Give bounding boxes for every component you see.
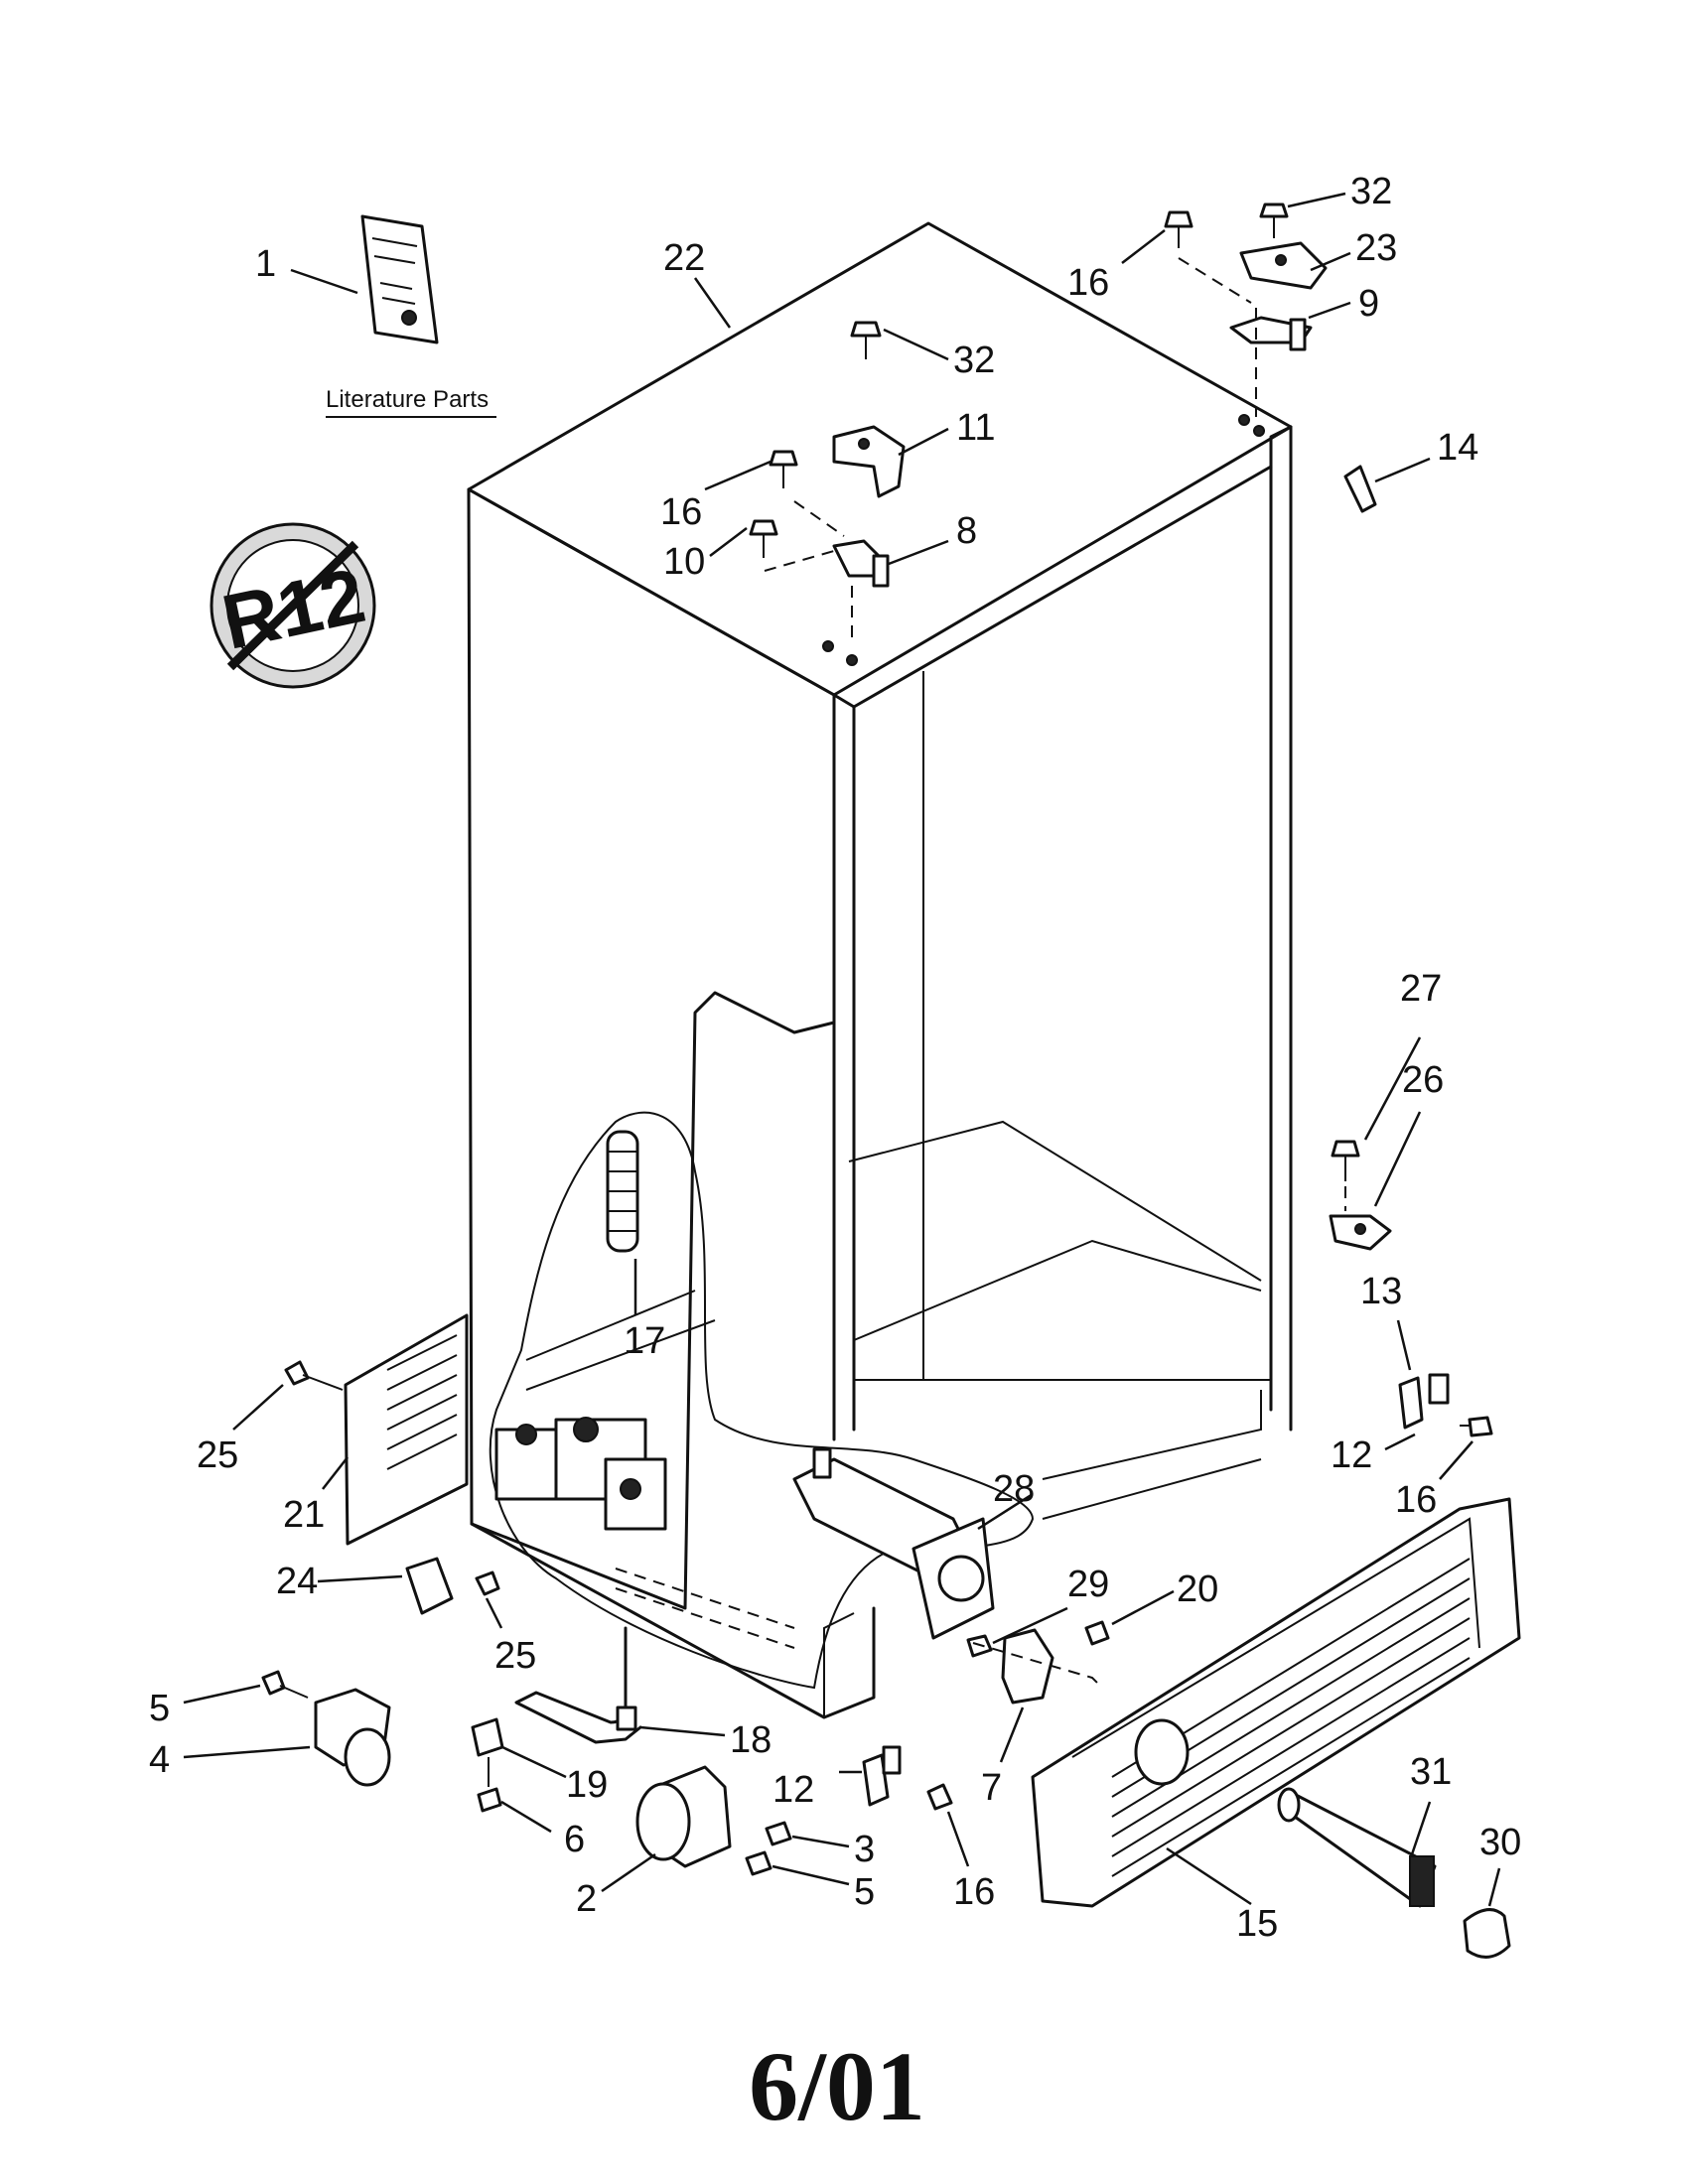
callout-25: 25 xyxy=(197,1434,238,1476)
callout-20: 20 xyxy=(1177,1569,1218,1610)
part-26-bracket xyxy=(1329,1214,1392,1251)
callout-3: 3 xyxy=(854,1829,875,1870)
callout-16: 16 xyxy=(953,1871,995,1913)
callout-25: 25 xyxy=(494,1635,536,1677)
cutaway-region xyxy=(489,1111,1035,1690)
part-5-screw-left xyxy=(261,1670,309,1699)
part-9-upper-hinge xyxy=(1229,316,1313,351)
callout-10: 10 xyxy=(663,541,705,583)
callout-2: 2 xyxy=(576,1878,597,1920)
callout-11: 11 xyxy=(956,407,995,449)
callout-32: 32 xyxy=(953,340,995,381)
part-31-water-filter xyxy=(1277,1787,1437,1908)
callout-12: 12 xyxy=(1331,1434,1372,1476)
callout-4: 4 xyxy=(149,1739,170,1781)
part-5-screw-lower xyxy=(745,1850,772,1876)
part-25-screw-left xyxy=(284,1360,344,1391)
callout-26: 26 xyxy=(1402,1059,1444,1101)
part-2-rear-roller xyxy=(635,1765,732,1868)
callout-23: 23 xyxy=(1355,227,1397,269)
part-14-clip xyxy=(1343,465,1377,513)
part-29-screw xyxy=(966,1634,993,1658)
callout-14: 14 xyxy=(1437,427,1478,469)
callout-16: 16 xyxy=(1395,1479,1437,1521)
water-valves xyxy=(494,1417,795,1649)
callout-19: 19 xyxy=(566,1764,608,1806)
callout-8: 8 xyxy=(956,510,977,552)
callout-numbers: 1 22 32 23 16 9 32 11 16 10 8 14 27 26 1… xyxy=(149,171,1521,1945)
part-27-screw xyxy=(1331,1140,1360,1181)
leader-lines xyxy=(183,192,1501,1907)
part-16-screw-top-right xyxy=(1164,210,1193,248)
part-6-screw xyxy=(477,1757,502,1813)
part-30-filter-cap xyxy=(1463,1908,1511,1959)
callout-27: 27 xyxy=(1400,968,1442,1010)
part-20-screw xyxy=(1084,1620,1110,1646)
callout-31: 31 xyxy=(1410,1751,1452,1793)
callout-16: 16 xyxy=(1067,262,1109,304)
part-7-clip xyxy=(1001,1628,1054,1705)
part-11-hinge-cover xyxy=(832,425,906,498)
part-16-screw-lower xyxy=(926,1783,953,1811)
callout-7: 7 xyxy=(981,1767,1002,1809)
part-32-screw-top-right xyxy=(1259,203,1289,238)
part-12-bracket-lower xyxy=(862,1745,902,1807)
part-16-screw-top xyxy=(769,450,798,488)
callout-24: 24 xyxy=(276,1561,318,1602)
literature-booklet: Literature Parts xyxy=(326,214,496,418)
part-4-front-roller xyxy=(314,1688,391,1787)
part-19-clip xyxy=(471,1717,504,1757)
part-13-bracket xyxy=(1398,1373,1450,1430)
literature-parts-label: Literature Parts xyxy=(326,386,489,413)
part-18-tube xyxy=(514,1626,642,1744)
callout-13: 13 xyxy=(1360,1271,1402,1312)
callout-32: 32 xyxy=(1350,171,1392,212)
callout-5: 5 xyxy=(854,1871,875,1913)
part-28-filter-housing xyxy=(792,1447,995,1640)
callout-6: 6 xyxy=(564,1819,585,1860)
callout-9: 9 xyxy=(1358,283,1379,325)
callout-15: 15 xyxy=(1236,1903,1278,1945)
part-25-screw-lower xyxy=(475,1570,500,1596)
part-10-screw xyxy=(749,519,778,558)
callout-17: 17 xyxy=(624,1320,665,1362)
part-8-hinge xyxy=(832,539,890,588)
part-16-screw-right xyxy=(1460,1416,1493,1437)
callout-16: 16 xyxy=(660,491,702,533)
part-17-spring xyxy=(606,1130,639,1253)
part-21-side-panel xyxy=(344,1313,469,1546)
callout-5: 5 xyxy=(149,1688,170,1729)
callout-12: 12 xyxy=(772,1769,814,1811)
cabinet xyxy=(467,221,1293,1719)
callout-29: 29 xyxy=(1067,1564,1109,1605)
callout-1: 1 xyxy=(255,243,276,285)
callout-18: 18 xyxy=(730,1719,772,1761)
footer-date: 6/01 xyxy=(749,2031,925,2141)
callout-30: 30 xyxy=(1479,1822,1521,1863)
part-32-screw-top xyxy=(850,321,882,359)
part-3-screw xyxy=(765,1821,792,1846)
part-24-bracket xyxy=(405,1557,454,1615)
callout-21: 21 xyxy=(283,1494,325,1536)
callout-22: 22 xyxy=(663,237,705,279)
part-23-hinge-cover xyxy=(1239,241,1328,290)
no-r12-symbol: R12 xyxy=(210,522,376,689)
part-15-base-grille xyxy=(1031,1497,1521,1908)
callout-28: 28 xyxy=(993,1468,1035,1510)
